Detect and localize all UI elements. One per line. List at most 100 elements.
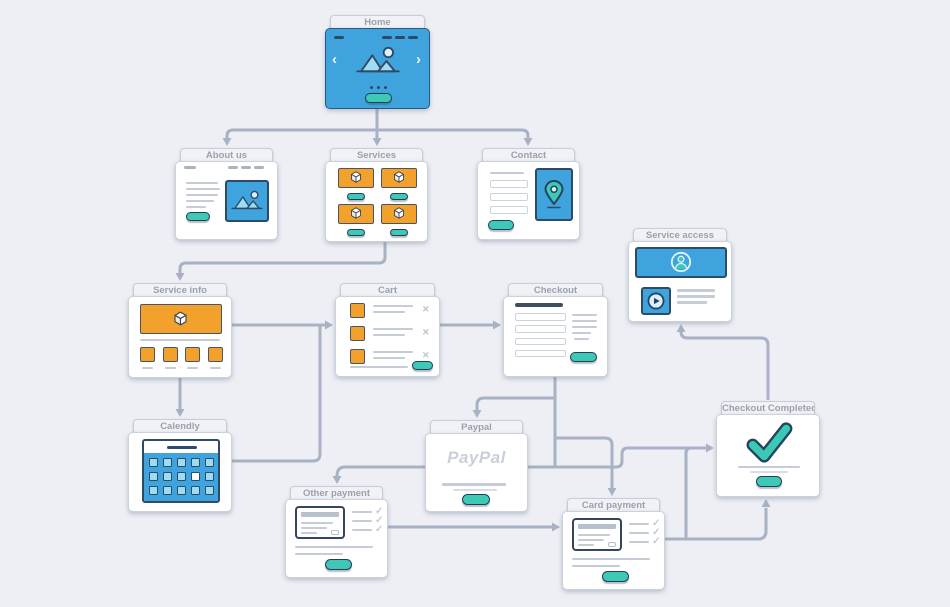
calendar-grid-cell <box>163 486 172 495</box>
card-line <box>301 527 327 529</box>
calendar-grid-cell <box>205 486 214 495</box>
thumbnail-button <box>488 220 514 230</box>
card-line <box>301 532 317 534</box>
node-service-info[interactable] <box>128 296 232 378</box>
check-icon: ✓ <box>375 515 384 526</box>
calendar-grid-cell <box>191 458 200 467</box>
placeholder-line <box>352 511 372 513</box>
browser-dash <box>334 36 344 39</box>
calendar-grid-cell <box>177 458 186 467</box>
carousel-prev-icon: ‹ <box>332 51 337 68</box>
browser-dash <box>254 166 264 169</box>
thumbnail-button <box>756 476 782 487</box>
placeholder-line <box>572 314 597 316</box>
card-line <box>578 539 604 541</box>
input-field <box>490 193 528 201</box>
thumbnail-button <box>325 559 352 570</box>
placeholder-line <box>295 553 343 555</box>
image-placeholder <box>225 180 269 222</box>
thumbnail-button <box>570 352 597 362</box>
connector-checkout-paypal <box>475 396 555 410</box>
check-icon: ✓ <box>375 506 384 517</box>
credit-card-icon <box>572 518 622 551</box>
thumbnail-button <box>462 494 490 505</box>
video-placeholder <box>641 287 671 315</box>
card-chip <box>331 530 339 535</box>
node-service-access[interactable] <box>628 241 732 322</box>
connector-completed-serviceaccess <box>679 331 770 400</box>
placeholder-line <box>210 367 221 369</box>
calendar-grid-cell <box>149 472 158 481</box>
node-card-payment[interactable]: ✓ ✓ ✓ <box>562 511 665 590</box>
input-field <box>490 206 528 214</box>
browser-dash <box>395 36 405 39</box>
carousel-dot <box>384 86 387 89</box>
placeholder-line <box>187 367 198 369</box>
thumbnail-button <box>390 229 408 236</box>
credit-card-icon <box>295 506 345 539</box>
node-title-service-access: Service access <box>633 228 727 242</box>
placeholder-line <box>572 320 597 322</box>
node-checkout-completed[interactable] <box>716 414 820 497</box>
node-cart[interactable]: ✕ ✕ ✕ <box>335 296 440 377</box>
calendar-grid-cell <box>205 472 214 481</box>
node-title-other-payment: Other payment <box>290 486 383 500</box>
node-about-us[interactable] <box>175 161 278 240</box>
connector-trunk-otherpayment-completed <box>335 446 706 477</box>
node-calendly[interactable] <box>128 432 232 512</box>
placeholder-line <box>165 367 176 369</box>
remove-icon: ✕ <box>422 327 430 337</box>
input-field <box>515 350 566 357</box>
arrowheads <box>175 138 771 532</box>
carousel-next-icon: › <box>416 51 421 68</box>
placeholder-line <box>373 328 413 330</box>
thumbnail-button <box>347 193 365 200</box>
cart-item-thumb <box>350 326 365 341</box>
connector-home-children <box>225 109 530 139</box>
carousel-dot <box>377 86 380 89</box>
paypal-logo: PayPal <box>447 448 506 467</box>
image-placeholder-icon <box>356 46 400 73</box>
placeholder-line <box>677 295 715 298</box>
gallery-tile <box>185 347 200 362</box>
placeholder-line <box>572 326 597 328</box>
placeholder-line <box>677 289 715 292</box>
placeholder-line <box>186 206 206 208</box>
calendar-grid-cell <box>191 486 200 495</box>
card-line <box>578 544 594 546</box>
node-title-checkout: Checkout <box>508 283 603 297</box>
placeholder-line <box>373 357 405 359</box>
input-field <box>515 313 566 321</box>
node-services[interactable] <box>325 161 428 242</box>
gallery-tile <box>208 347 223 362</box>
product-banner <box>140 304 222 334</box>
calendar-grid-cell <box>163 458 172 467</box>
map-pin-icon <box>544 179 564 209</box>
placeholder-line <box>295 546 373 548</box>
placeholder-line <box>572 332 591 334</box>
check-icon: ✓ <box>652 527 661 538</box>
placeholder-line <box>373 334 405 336</box>
node-checkout[interactable] <box>503 296 608 377</box>
calendar-grid-cell <box>149 486 158 495</box>
thumbnail-button <box>365 93 392 103</box>
product-tile <box>381 168 417 188</box>
carousel-dot <box>370 86 373 89</box>
avatar-icon <box>670 251 692 273</box>
cube-icon <box>393 171 405 183</box>
node-contact[interactable] <box>477 161 580 240</box>
placeholder-line <box>373 311 405 313</box>
placeholder-line <box>574 338 589 340</box>
node-other-payment[interactable]: ✓ ✓ ✓ <box>285 499 388 578</box>
node-title-card-payment: Card payment <box>567 498 660 512</box>
map-placeholder <box>535 168 573 221</box>
browser-dash <box>382 36 392 39</box>
node-paypal[interactable]: PayPal <box>425 433 528 512</box>
thumbnail-button <box>186 212 210 221</box>
placeholder-line <box>186 188 220 190</box>
node-home[interactable]: ‹ › <box>325 28 430 109</box>
calendar-widget <box>142 439 220 503</box>
play-icon <box>647 292 665 310</box>
